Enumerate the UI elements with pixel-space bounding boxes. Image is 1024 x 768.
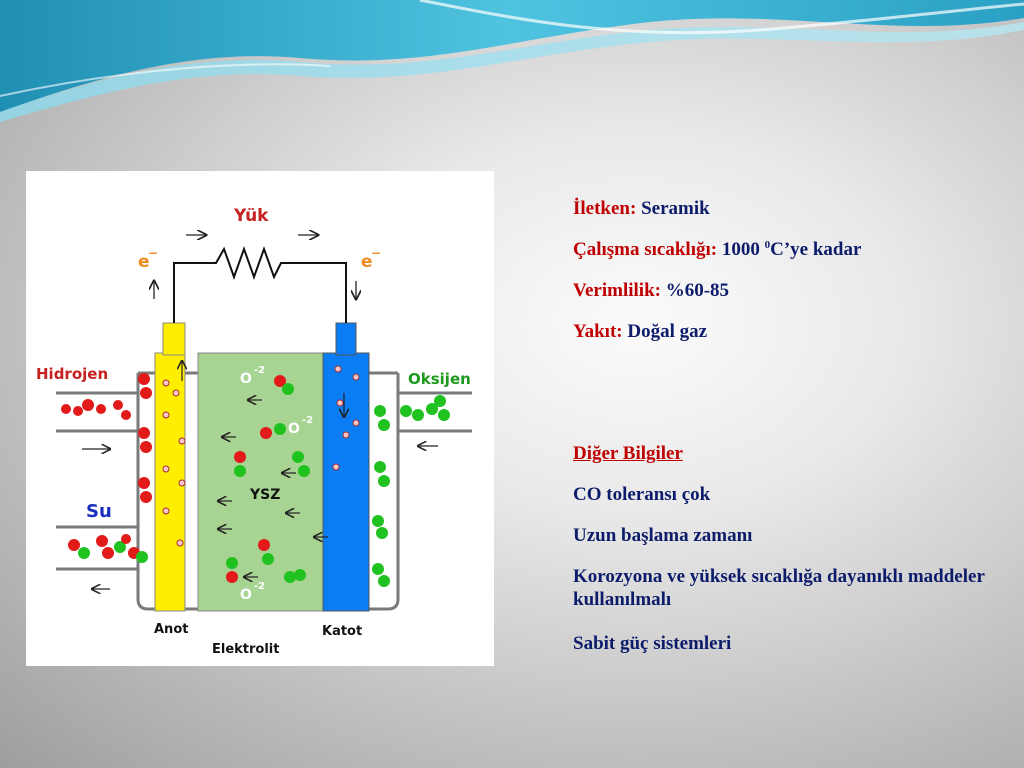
temperature-value-unit: C’ye kadar [770, 239, 862, 260]
hydrogen-molecules [61, 373, 152, 503]
conductor-value: Seramik [641, 198, 710, 219]
header-wave-decoration [0, 0, 1024, 122]
info-item-1: CO toleransı çok [573, 484, 711, 505]
temperature-value-sup: 0 [764, 239, 771, 251]
efficiency-value: %60-85 [665, 280, 730, 301]
cathode-particles [332, 365, 360, 471]
cathode-electron-label: e [361, 252, 373, 272]
hydrogen-inlet [56, 391, 138, 433]
cathode-electron-sign: − [371, 246, 381, 260]
electrolyte-material-label: YSZ [249, 487, 280, 503]
conductor-label: İletken: [573, 198, 637, 219]
ion-charge-3: -2 [254, 581, 265, 592]
electrolyte-layer [197, 352, 324, 612]
efficiency-label: Verimlilik: [573, 280, 661, 301]
fuel-line: Yakıt: Doğal gaz [573, 320, 707, 343]
water-molecules [68, 534, 148, 563]
water-label: Su [86, 501, 112, 522]
temperature-value-number: 1000 [721, 239, 760, 260]
anode-electron-sign: − [148, 246, 158, 260]
anode-particles [162, 379, 186, 547]
info-item-4: Sabit güç sistemleri [573, 633, 732, 654]
ion-label-1: O [240, 371, 252, 387]
efficiency-line: Verimlilik: %60-85 [573, 279, 729, 302]
ion-label-2: O [288, 421, 300, 437]
water-outlet [56, 525, 138, 571]
cathode-label: Katot [322, 624, 362, 639]
conductor-line: İletken: Seramik [573, 197, 710, 220]
oxygen-molecules [372, 395, 450, 587]
info-item-2: Uzun başlama zamanı [573, 525, 753, 546]
other-info-heading: Diğer Bilgiler [573, 443, 683, 464]
temperature-label: Çalışma sıcaklığı: [573, 239, 718, 260]
anode-electron-label: e [138, 252, 150, 272]
hydrogen-label: Hidrojen [36, 365, 108, 383]
ion-charge-1: -2 [254, 365, 265, 376]
ion-charge-2: -2 [302, 415, 313, 426]
anode-label: Anot [154, 622, 188, 637]
oxygen-inlet [398, 391, 472, 433]
info-item-3: Korozyona ve yüksek sıcaklığa dayanıklı … [573, 566, 985, 610]
oxygen-label: Oksijen [408, 370, 471, 388]
ion-label-3: O [240, 587, 252, 603]
external-circuit-wire [173, 246, 347, 323]
load-label: Yük [233, 206, 269, 226]
fuel-cell-diagram: Yük e − e − Hidrojen Oksijen Su YSZ O -2… [26, 171, 494, 666]
electrolyte-label: Elektrolit [212, 642, 279, 657]
cathode-plate [322, 352, 370, 612]
fuel-value: Doğal gaz [627, 321, 708, 342]
fuel-label: Yakıt: [573, 321, 623, 342]
oxygen-ions [226, 375, 310, 583]
temperature-line: Çalışma sıcaklığı: 1000 0C’ye kadar [573, 238, 861, 261]
